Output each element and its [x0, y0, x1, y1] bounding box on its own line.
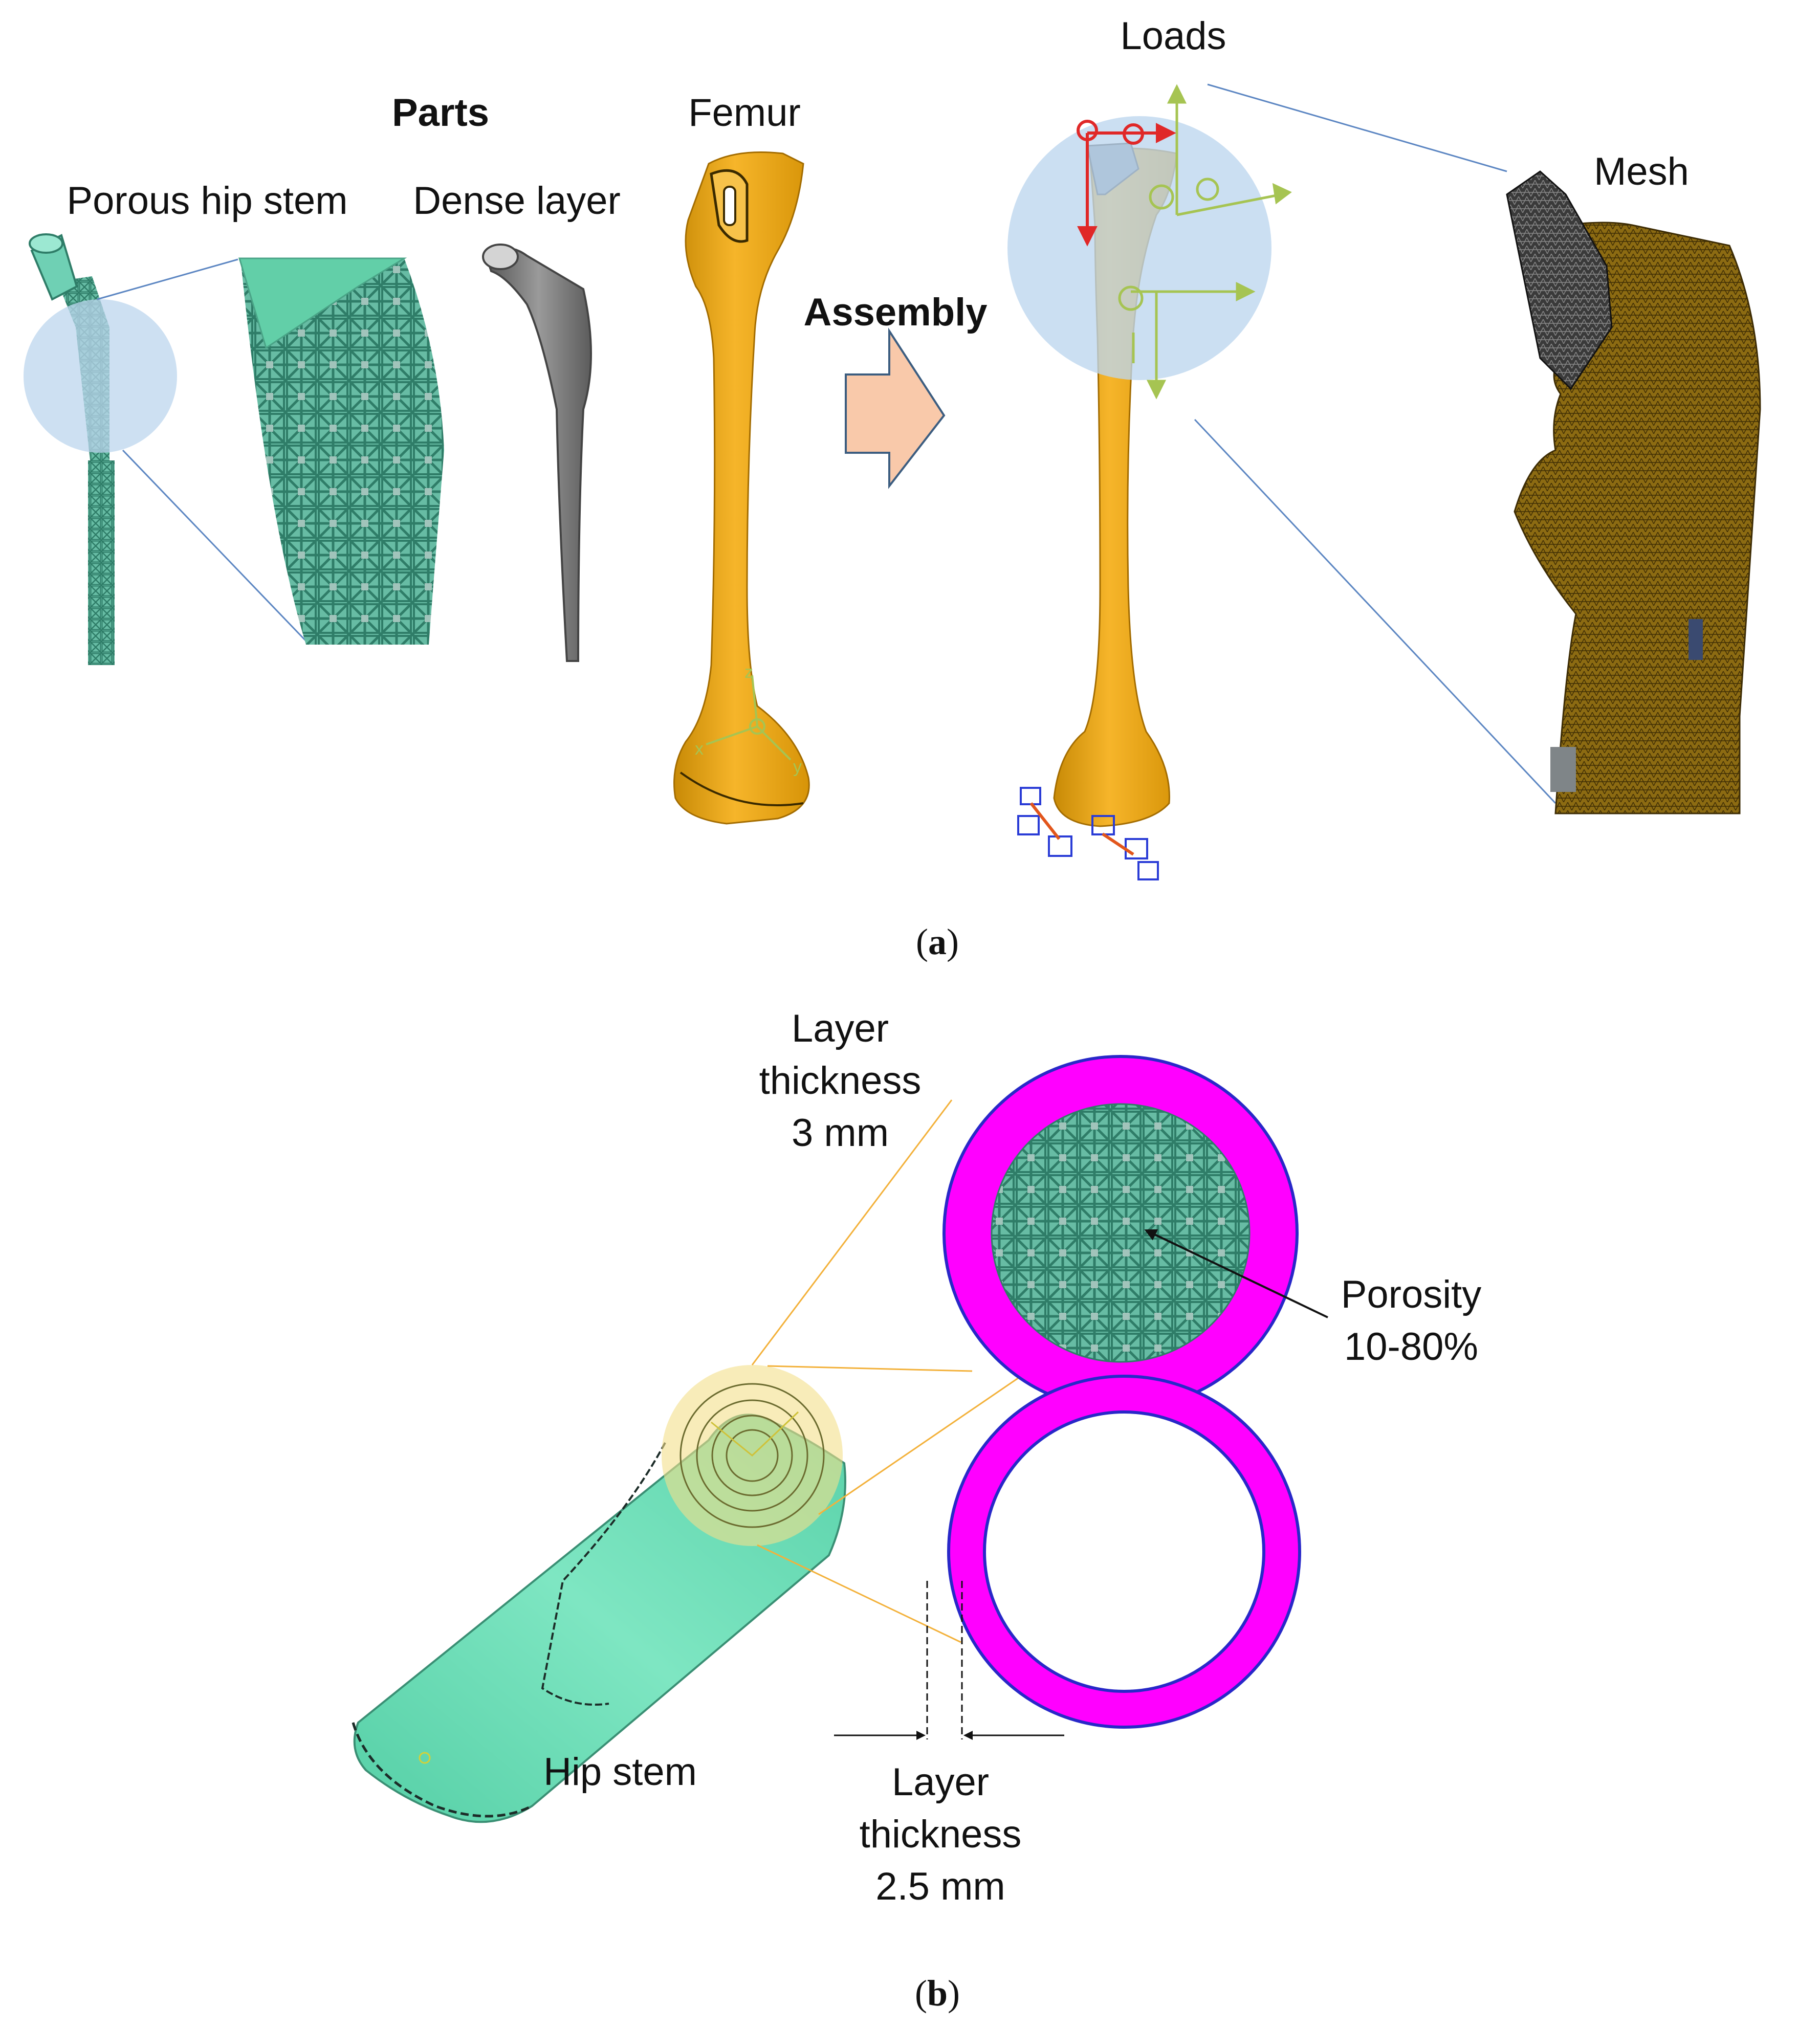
- label-hip-stem: Hip stem: [543, 1750, 697, 1794]
- coordinate-axes: [706, 675, 792, 761]
- stem-section-rings: [679, 1383, 825, 1528]
- label-assembly: Assembly: [803, 291, 988, 334]
- load-arrows-red: [1077, 120, 1176, 247]
- label-porosity: Porosity 10-80%: [1341, 1273, 1482, 1369]
- zoom-line: [122, 449, 308, 643]
- assembly-arrow: [845, 327, 946, 489]
- zoom-circle-porous: [24, 299, 177, 453]
- zoom-line: [767, 1365, 973, 1372]
- thickness-dimension: [834, 1581, 1064, 1740]
- caption-b-letter: b: [927, 1973, 948, 2014]
- label-dense-layer: Dense layer: [413, 179, 621, 223]
- boundary-condition-markers: [1017, 787, 1159, 880]
- label-femur: Femur: [688, 91, 801, 135]
- femur-model: [673, 151, 810, 825]
- label-mesh: Mesh: [1594, 150, 1689, 193]
- axis-letter-z: z: [744, 663, 753, 682]
- zoom-line: [97, 258, 238, 300]
- zoom-line: [757, 1544, 961, 1643]
- zoom-line: [1194, 418, 1556, 804]
- load-arrows: [1118, 84, 1292, 400]
- label-porous-hip-stem: Porous hip stem: [67, 179, 348, 223]
- label-parts: Parts: [391, 91, 490, 135]
- porosity-pointer: [1144, 1229, 1328, 1318]
- zoom-circle-loads: [1007, 116, 1271, 380]
- dense-layer-model: [482, 244, 592, 662]
- caption-a: (a): [916, 921, 959, 962]
- axis-letter-y: y: [793, 757, 802, 777]
- zoom-line: [751, 1099, 953, 1365]
- caption-b: (b): [914, 1973, 960, 2014]
- axis-letter-x: x: [695, 739, 704, 759]
- porous-cross-section: [942, 1055, 1299, 1411]
- caption-a-letter: a: [928, 921, 947, 962]
- label-loads: Loads: [1120, 14, 1226, 58]
- zoom-line: [1207, 83, 1507, 172]
- label-layer-thickness-3mm: Layer thickness 3 mm: [759, 1007, 922, 1155]
- porous-stem-zoom-view: [238, 257, 444, 645]
- label-layer-thickness-2-5mm: Layer thickness 2.5 mm: [859, 1760, 1022, 1908]
- dense-cross-section: [947, 1375, 1301, 1729]
- mesh-model: [1506, 170, 1761, 814]
